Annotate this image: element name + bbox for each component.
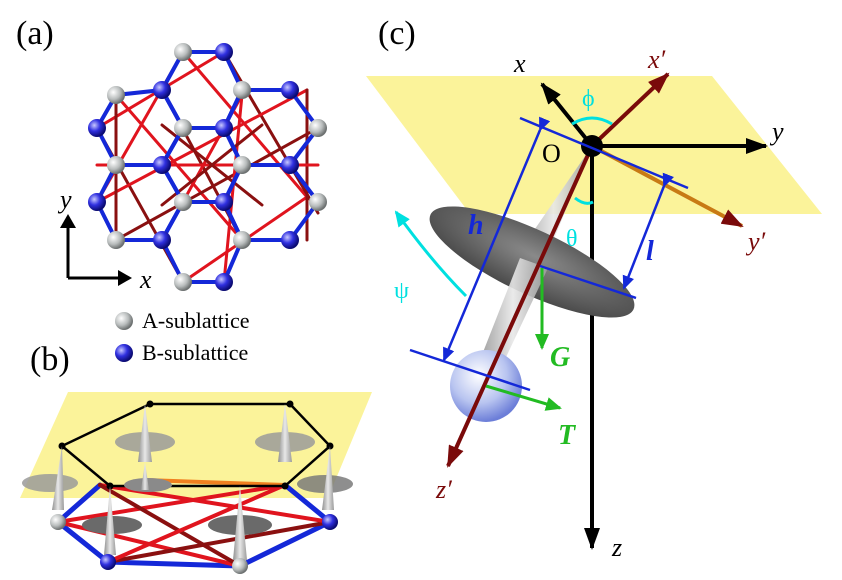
honeycomb-lattice [88, 43, 327, 291]
h-label: h [468, 210, 484, 241]
h-tick-bottom [409, 348, 531, 392]
z-axis-label: z [611, 533, 622, 562]
x-axis [540, 82, 594, 148]
x-prime-axis-label: x′ [647, 45, 666, 74]
panel-b-upper-vertices [58, 400, 334, 490]
l-dimension-line [622, 172, 674, 290]
z-prime-axis-label: z′ [435, 475, 452, 504]
panel-label-a: (a) [16, 15, 54, 52]
legend-b-label: B-sublattice [142, 340, 248, 365]
l-tick-bottom [539, 264, 637, 300]
b-sublattice-atoms [88, 43, 299, 291]
panel-b-gyroscopes [22, 404, 353, 560]
panel-a-axis-x-label: x [139, 265, 152, 294]
a-sublattice-atoms [107, 43, 327, 291]
l-label: l [646, 236, 654, 267]
theta-label: θ [566, 226, 578, 252]
x-prime-axis [590, 72, 670, 148]
y-axis-label: y [769, 117, 784, 146]
origin-label: O [542, 139, 561, 168]
panel-a-axes: y x [57, 185, 152, 294]
panel-label-b: (b) [30, 341, 70, 378]
x-axis-label: x [513, 49, 526, 78]
theta-arc [574, 196, 594, 205]
panel-b-lower-bonds [55, 478, 333, 569]
panel-label-c: (c) [378, 15, 416, 52]
g-label: G [550, 342, 570, 373]
t-label: T [558, 420, 577, 451]
legend: A-sublattice B-sublattice [115, 308, 250, 365]
legend-b-marker [115, 344, 133, 362]
phi-label: ϕ [582, 86, 595, 112]
y-prime-axis-label: y′ [745, 227, 766, 256]
panel-b-3d-lattice [20, 392, 372, 574]
legend-a-marker [115, 312, 133, 330]
panel-c-gyroscope-diagram: z z′ y′ x′ x y O ϕ θ ψ [366, 45, 822, 562]
psi-label: ψ [394, 278, 409, 304]
h-dimension-line [442, 116, 551, 362]
phi-arc [571, 116, 613, 126]
t-vector [485, 384, 562, 411]
legend-a-label: A-sublattice [142, 308, 250, 333]
panel-a-axis-y-label: y [57, 185, 72, 214]
panel-b-atoms [50, 514, 338, 574]
